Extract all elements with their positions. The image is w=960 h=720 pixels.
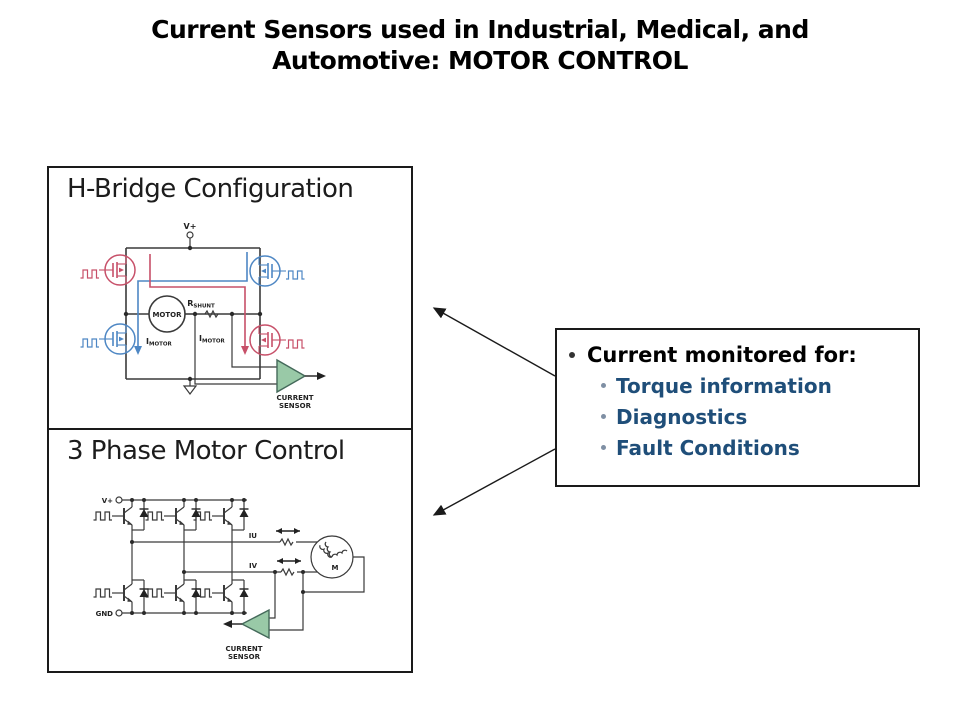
pwm-icon — [79, 338, 100, 348]
pwm-icon — [285, 339, 306, 349]
note-item-row: Diagnostics — [601, 402, 910, 433]
diode-icon — [190, 588, 202, 598]
h-bridge-diagram: V+ MOTOR RSHUNT — [79, 222, 326, 410]
slide-title-line1: Current Sensors used in Industrial, Medi… — [151, 15, 809, 44]
connector-arrows — [432, 307, 556, 516]
iv-shunt-resistor — [280, 568, 295, 576]
current-path-blue — [134, 252, 248, 355]
junction-dots — [130, 498, 305, 615]
igbt-bottom-3 — [211, 583, 234, 603]
bidirectional-arrow-icon — [276, 557, 302, 565]
current-sensor-label-1: CURRENT — [276, 394, 313, 402]
iu-shunt-resistor — [279, 538, 294, 546]
pwm-icon — [144, 588, 165, 598]
bullet-icon — [601, 383, 606, 388]
note-heading-row: Current monitored for: — [565, 340, 910, 371]
bullet-icon — [601, 445, 606, 450]
diode-icon — [138, 588, 150, 598]
vplus-terminal — [186, 231, 194, 239]
three-phase-panel: V+ GND — [47, 430, 413, 673]
junction-dots — [123, 245, 263, 382]
iv-label: IV — [249, 562, 258, 570]
mosfet-bottom-left — [98, 323, 136, 355]
arrow-to-three-phase — [432, 448, 556, 516]
note-box: Current monitored for: Torque informatio… — [555, 328, 920, 487]
vplus-label: V+ — [184, 222, 197, 231]
pwm-icon — [92, 588, 113, 598]
imotor-right-label: IMOTOR — [199, 334, 226, 345]
three-phase-heading: 3 Phase Motor Control — [67, 436, 345, 466]
diode-icon — [138, 508, 150, 518]
bullet-icon — [569, 351, 575, 358]
h-bridge-heading: H-Bridge Configuration — [67, 174, 354, 204]
note-item-row: Fault Conditions — [601, 433, 910, 464]
diode-icon — [238, 508, 250, 518]
ground-symbol — [182, 379, 198, 395]
bidirectional-arrow-icon — [275, 527, 301, 535]
note-item: Diagnostics — [616, 405, 748, 429]
motor-label: MOTOR — [152, 311, 182, 319]
note-heading: Current monitored for: — [587, 343, 857, 367]
slide-title-line2: Automotive: MOTOR CONTROL — [272, 46, 688, 75]
note-item: Fault Conditions — [616, 436, 800, 460]
vplus-label: V+ — [102, 497, 113, 505]
three-phase-wires — [122, 499, 365, 631]
igbt-top-1 — [111, 506, 134, 526]
h-bridge-panel: V+ MOTOR RSHUNT — [47, 166, 413, 430]
current-sensor-amp — [223, 608, 270, 640]
motor-symbol: MOTOR — [148, 295, 186, 333]
mosfet-bottom-right — [249, 324, 287, 356]
gnd-label: GND — [96, 610, 114, 618]
current-sensor-amp — [276, 358, 326, 394]
three-phase-diagram: V+ GND — [92, 496, 365, 661]
motor-label: M — [332, 564, 339, 572]
gnd-terminal — [115, 609, 123, 617]
vplus-terminal — [115, 496, 123, 504]
note-item: Torque information — [616, 374, 832, 398]
igbt-top-2 — [163, 506, 186, 526]
imotor-left-label: IMOTOR — [146, 337, 173, 348]
arrow-to-h-bridge — [432, 307, 556, 377]
rshunt-label: RSHUNT — [187, 299, 215, 310]
pwm-icon — [144, 511, 165, 521]
pwm-icon — [92, 511, 113, 521]
sensor-input-wires — [194, 314, 277, 385]
current-sensor-label-1: CURRENT — [225, 645, 262, 653]
note-item-row: Torque information — [601, 371, 910, 402]
motor-symbol: M — [310, 535, 354, 579]
mosfet-top-right — [249, 255, 287, 287]
igbt-top-3 — [211, 506, 234, 526]
current-sensor-label-2: SENSOR — [279, 402, 312, 410]
bullet-icon — [601, 414, 606, 419]
iu-label: IU — [249, 532, 258, 540]
igbt-bottom-2 — [163, 583, 186, 603]
current-path-red — [149, 254, 249, 355]
diode-icon — [190, 508, 202, 518]
pwm-icon — [79, 269, 100, 279]
igbt-bottom-1 — [111, 583, 134, 603]
current-sensor-label-2: SENSOR — [228, 653, 261, 661]
pwm-icon — [285, 270, 306, 280]
diode-icon — [238, 588, 250, 598]
mosfet-top-left — [98, 254, 136, 286]
slide-title: Current Sensors used in Industrial, Medi… — [0, 14, 960, 76]
